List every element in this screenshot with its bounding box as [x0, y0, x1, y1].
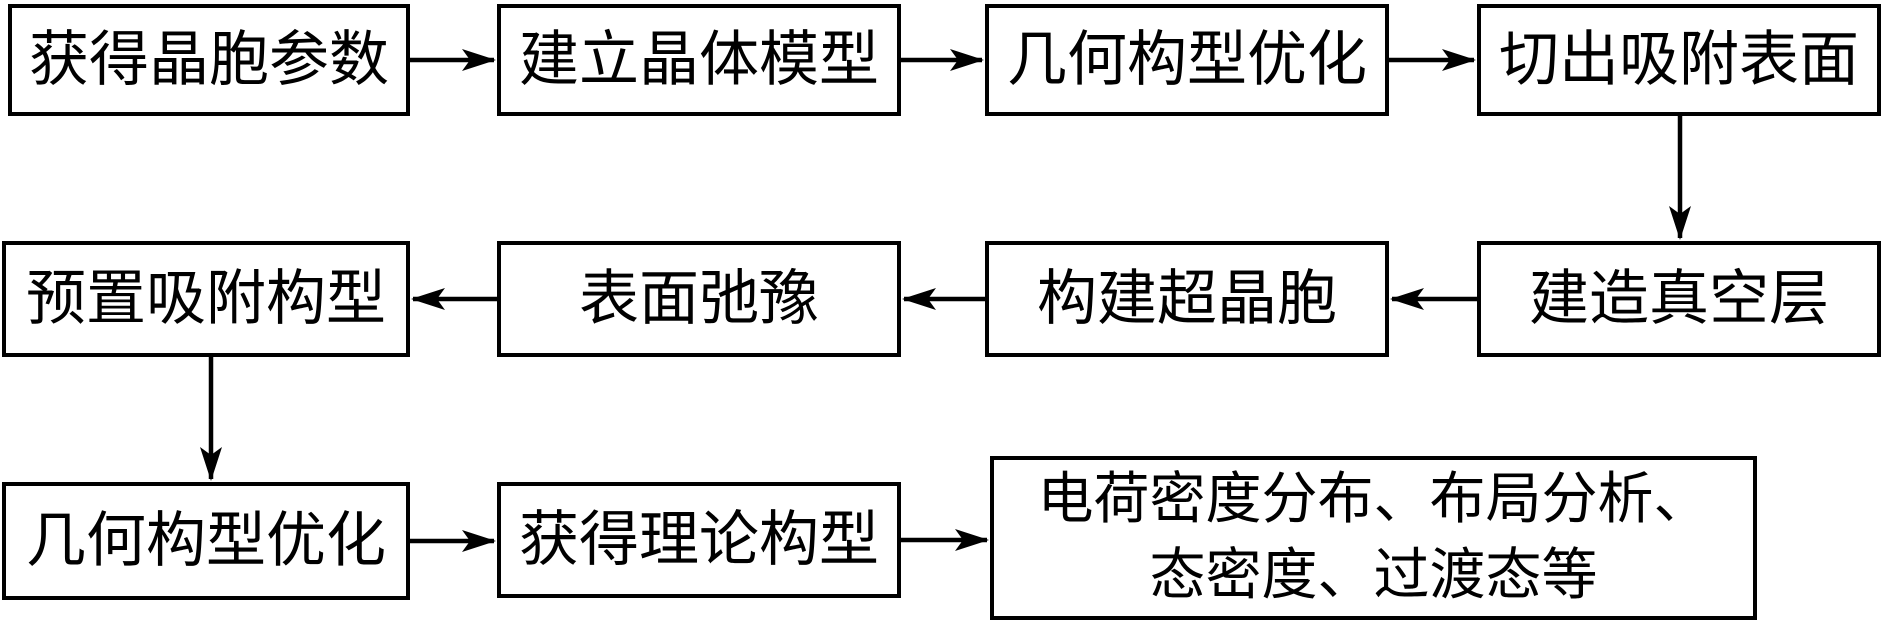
- node-obtain-theoretical-configuration: 获得理论构型: [497, 482, 901, 598]
- node-label: 获得理论构型: [519, 507, 879, 573]
- node-label-line2: 态密度、过渡态等: [1149, 545, 1598, 607]
- node-label: 几何构型优化: [1007, 27, 1367, 93]
- node-label: 构建超晶胞: [1037, 266, 1337, 332]
- node-geometry-optimization-1: 几何构型优化: [985, 4, 1389, 116]
- node-build-vacuum-layer: 建造真空层: [1477, 241, 1881, 357]
- node-label-line1: 电荷密度分布、布局分析、: [1037, 469, 1710, 531]
- node-label: 建造真空层: [1529, 266, 1829, 332]
- node-surface-relaxation: 表面弛豫: [497, 241, 901, 357]
- node-label: 表面弛豫: [579, 266, 819, 332]
- node-construct-supercell: 构建超晶胞: [985, 241, 1389, 357]
- node-cut-adsorption-surface: 切出吸附表面: [1477, 4, 1881, 116]
- node-label: 建立晶体模型: [519, 27, 879, 93]
- node-label: 预置吸附构型: [26, 266, 386, 332]
- node-label: 几何构型优化: [26, 508, 386, 574]
- node-analysis-results: 电荷密度分布、布局分析、 态密度、过渡态等: [990, 456, 1757, 620]
- node-label: 获得晶胞参数: [29, 27, 389, 93]
- node-obtain-cell-parameters: 获得晶胞参数: [8, 4, 410, 116]
- node-build-crystal-model: 建立晶体模型: [497, 4, 901, 116]
- node-label: 切出吸附表面: [1499, 27, 1859, 93]
- node-preset-adsorption-configuration: 预置吸附构型: [2, 241, 410, 357]
- node-geometry-optimization-2: 几何构型优化: [2, 482, 410, 600]
